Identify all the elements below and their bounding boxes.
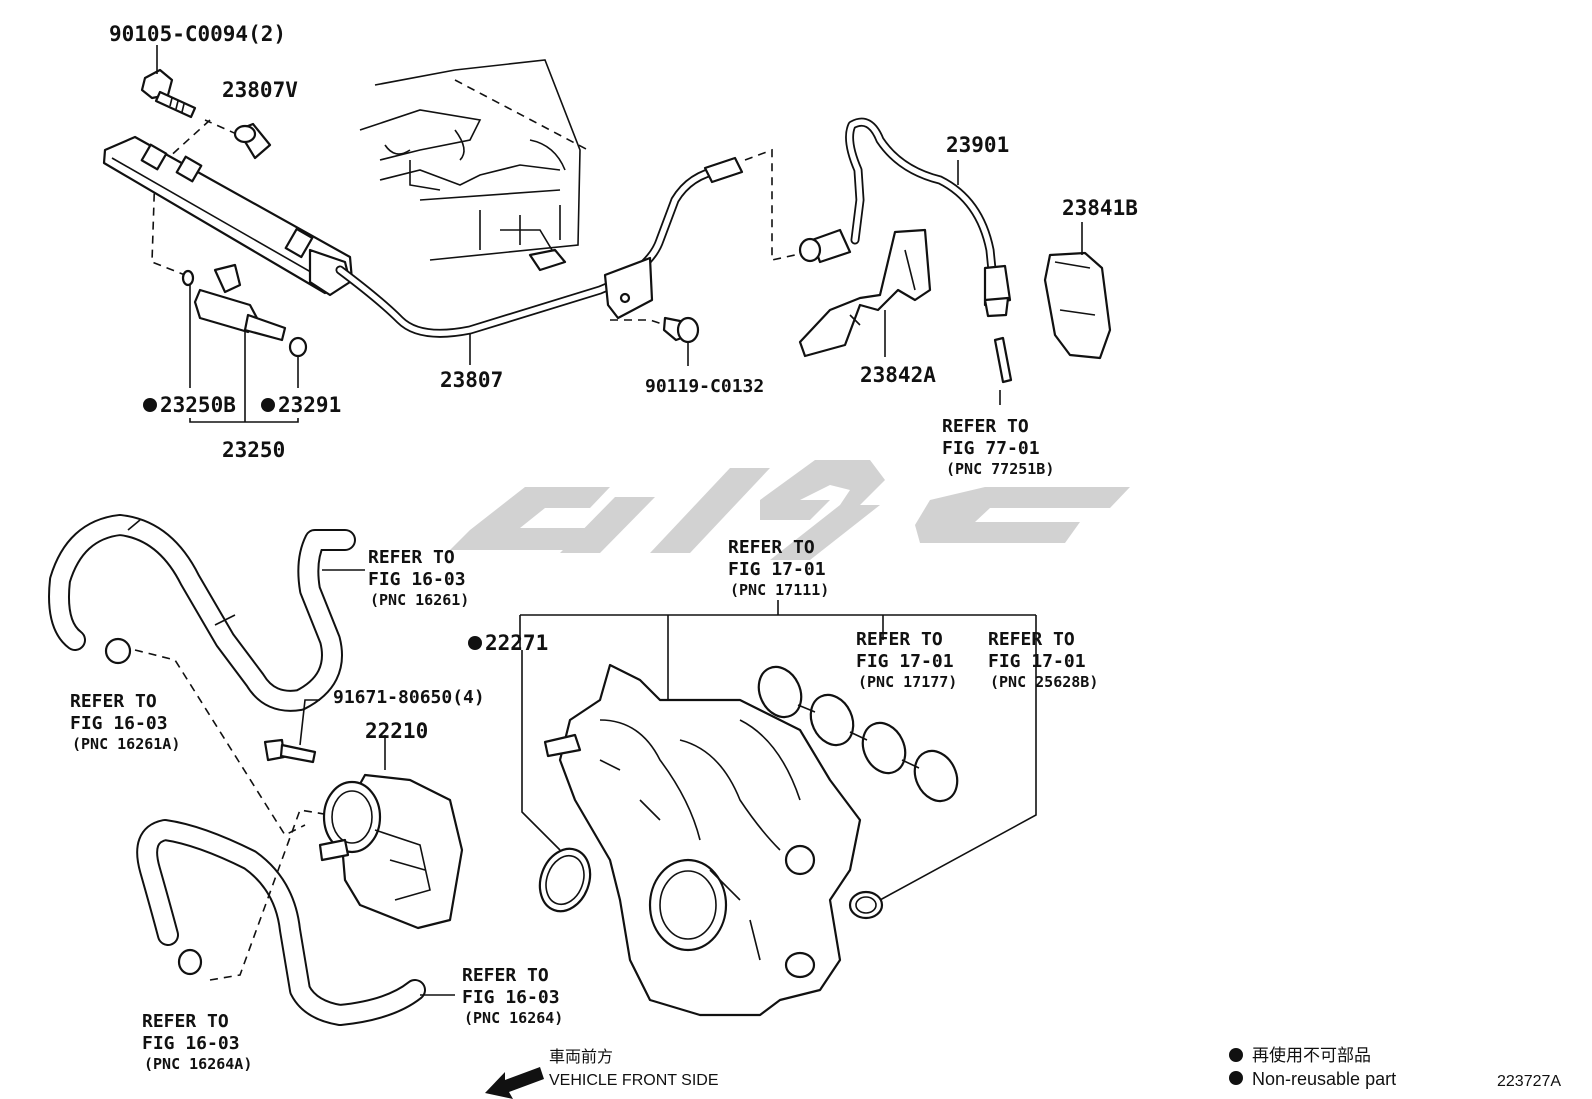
bracket-23842a xyxy=(798,228,932,358)
fuel-delivery-pipe xyxy=(102,135,354,297)
hose-77-01 xyxy=(993,336,1013,384)
label-bolt-mid: 90119-C0132 xyxy=(645,376,764,397)
ref-fig-text: FIG 17-01 xyxy=(988,651,1086,672)
label-insulator: 23807V xyxy=(222,78,298,102)
label-throttle-body: 22210 xyxy=(365,719,428,743)
ref-pnc-text: (PNC 25628B) xyxy=(990,673,1098,691)
direction-en: VEHICLE FRONT SIDE xyxy=(549,1072,719,1089)
hose-dashes xyxy=(134,649,331,981)
insulator-23807v xyxy=(233,122,272,160)
ref-refer-text: REFER TO xyxy=(988,629,1075,650)
ref-fig-16-03-16261: REFER TO FIG 16-03 (PNC 16261) xyxy=(368,547,469,609)
intake-manifold xyxy=(543,663,862,1017)
ref-fig-17-01-25628b: REFER TO FIG 17-01 (PNC 25628B) xyxy=(988,629,1098,691)
ref-fig-16-03-16264a: REFER TO FIG 16-03 (PNC 16264A) xyxy=(142,1011,252,1073)
label-bolt-top: 90105-C0094(2) xyxy=(109,22,286,46)
ref-pnc-text: (PNC 16261A) xyxy=(72,735,180,753)
label-bracket-23841b: 23841B xyxy=(1062,196,1138,220)
legend-marker-icon xyxy=(1229,1071,1243,1085)
throttle-body xyxy=(318,773,464,930)
label-o-ring: 23250B xyxy=(160,393,236,417)
ref-pnc-text: (PNC 16264A) xyxy=(144,1055,252,1073)
ref-fig-text: FIG 16-03 xyxy=(368,569,466,590)
gasket-22271 xyxy=(538,847,592,913)
label-bolt-throttle: 91671-80650(4) xyxy=(333,687,485,708)
legend-jp: 再使用不可部品 xyxy=(1252,1045,1371,1065)
label-bracket-23842a: 23842A xyxy=(860,363,936,387)
leader-lines xyxy=(189,160,1083,996)
bolt-top xyxy=(140,68,197,119)
ref-refer-text: REFER TO xyxy=(142,1011,229,1032)
label-hose-23901: 23901 xyxy=(946,133,1009,157)
ref-fig-text: FIG 16-03 xyxy=(462,987,560,1008)
watermark-logo xyxy=(450,460,1130,560)
ref-fig-text: FIG 17-01 xyxy=(856,651,954,672)
ref-refer-text: REFER TO xyxy=(368,547,455,568)
ref-fig-text: FIG 17-01 xyxy=(728,559,826,580)
direction-jp: 車両前方 xyxy=(549,1048,613,1066)
non-reusable-marker xyxy=(261,398,275,412)
injector-assembly xyxy=(181,263,308,358)
label-gasket-22271: 22271 xyxy=(485,631,548,655)
bolt-throttle xyxy=(263,738,317,764)
label-injector: 23250 xyxy=(222,438,285,462)
label-seal-ring: 23291 xyxy=(278,393,341,417)
legend-marker-icon xyxy=(1229,1048,1243,1062)
figure-id: 223727A xyxy=(1497,1073,1561,1090)
label-fuel-tube: 23807 xyxy=(440,368,503,392)
bolt-mid xyxy=(662,316,700,344)
engine-guide-dashes xyxy=(151,79,589,276)
fuel-tube-23807 xyxy=(335,156,744,338)
legend-en: Non-reusable part xyxy=(1252,1069,1396,1089)
ref-pnc-text: (PNC 16261) xyxy=(370,591,469,609)
vacuum-hose-23901 xyxy=(798,117,1012,318)
ref-fig-16-03-16261a: REFER TO FIG 16-03 (PNC 16261A) xyxy=(70,691,180,753)
ref-fig-text: FIG 77-01 xyxy=(942,438,1040,459)
ref-fig-text: FIG 16-03 xyxy=(70,713,168,734)
ref-refer-text: REFER TO xyxy=(728,537,815,558)
gasket-17177 xyxy=(757,665,959,803)
ref-fig-17-01-17177: REFER TO FIG 17-01 (PNC 17177) xyxy=(856,629,957,691)
ref-refer-text: REFER TO xyxy=(462,965,549,986)
ref-pnc-text: (PNC 16264) xyxy=(464,1009,563,1027)
bracket-23841b xyxy=(1043,251,1112,360)
ref-fig-16-03-16264: REFER TO FIG 16-03 (PNC 16264) xyxy=(462,965,563,1027)
non-reusable-marker xyxy=(143,398,157,412)
water-hose-lower xyxy=(136,819,426,1026)
ref-pnc-text: (PNC 17177) xyxy=(858,673,957,691)
gasket-25628b xyxy=(848,890,884,920)
ref-refer-text: REFER TO xyxy=(942,416,1029,437)
engine-block-outline xyxy=(359,59,581,261)
water-hose-upper xyxy=(48,514,356,712)
ref-pnc-text: (PNC 77251B) xyxy=(946,460,1054,478)
ref-fig-text: FIG 16-03 xyxy=(142,1033,240,1054)
vehicle-front-arrow-icon xyxy=(485,1067,544,1099)
ref-refer-text: REFER TO xyxy=(856,629,943,650)
non-reusable-marker xyxy=(468,636,482,650)
ref-pnc-text: (PNC 17111) xyxy=(730,581,829,599)
ref-refer-text: REFER TO xyxy=(70,691,157,712)
ref-fig-17-01-17111: REFER TO FIG 17-01 (PNC 17111) xyxy=(728,537,829,599)
ref-fig-77-01: REFER TO FIG 77-01 (PNC 77251B) xyxy=(942,416,1054,478)
